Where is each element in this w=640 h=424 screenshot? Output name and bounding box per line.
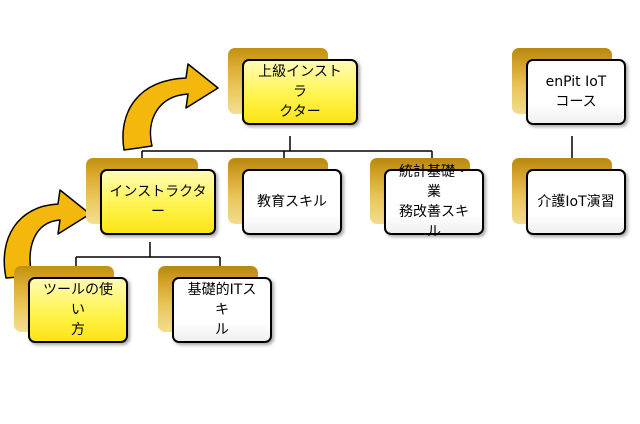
node-label: enPit IoT コース (526, 59, 626, 125)
node-label: 基礎的ITスキ ル (172, 277, 272, 343)
node-label: 介護IoT演習 (526, 169, 626, 235)
node-label: 統計基礎・業 務改善スキル (384, 164, 484, 240)
node-label: 教育スキル (242, 169, 342, 235)
node-label: 上級インストラ クター (242, 59, 358, 125)
node-label: インストラクター (100, 169, 216, 235)
node-label: ツールの使い 方 (28, 277, 128, 343)
